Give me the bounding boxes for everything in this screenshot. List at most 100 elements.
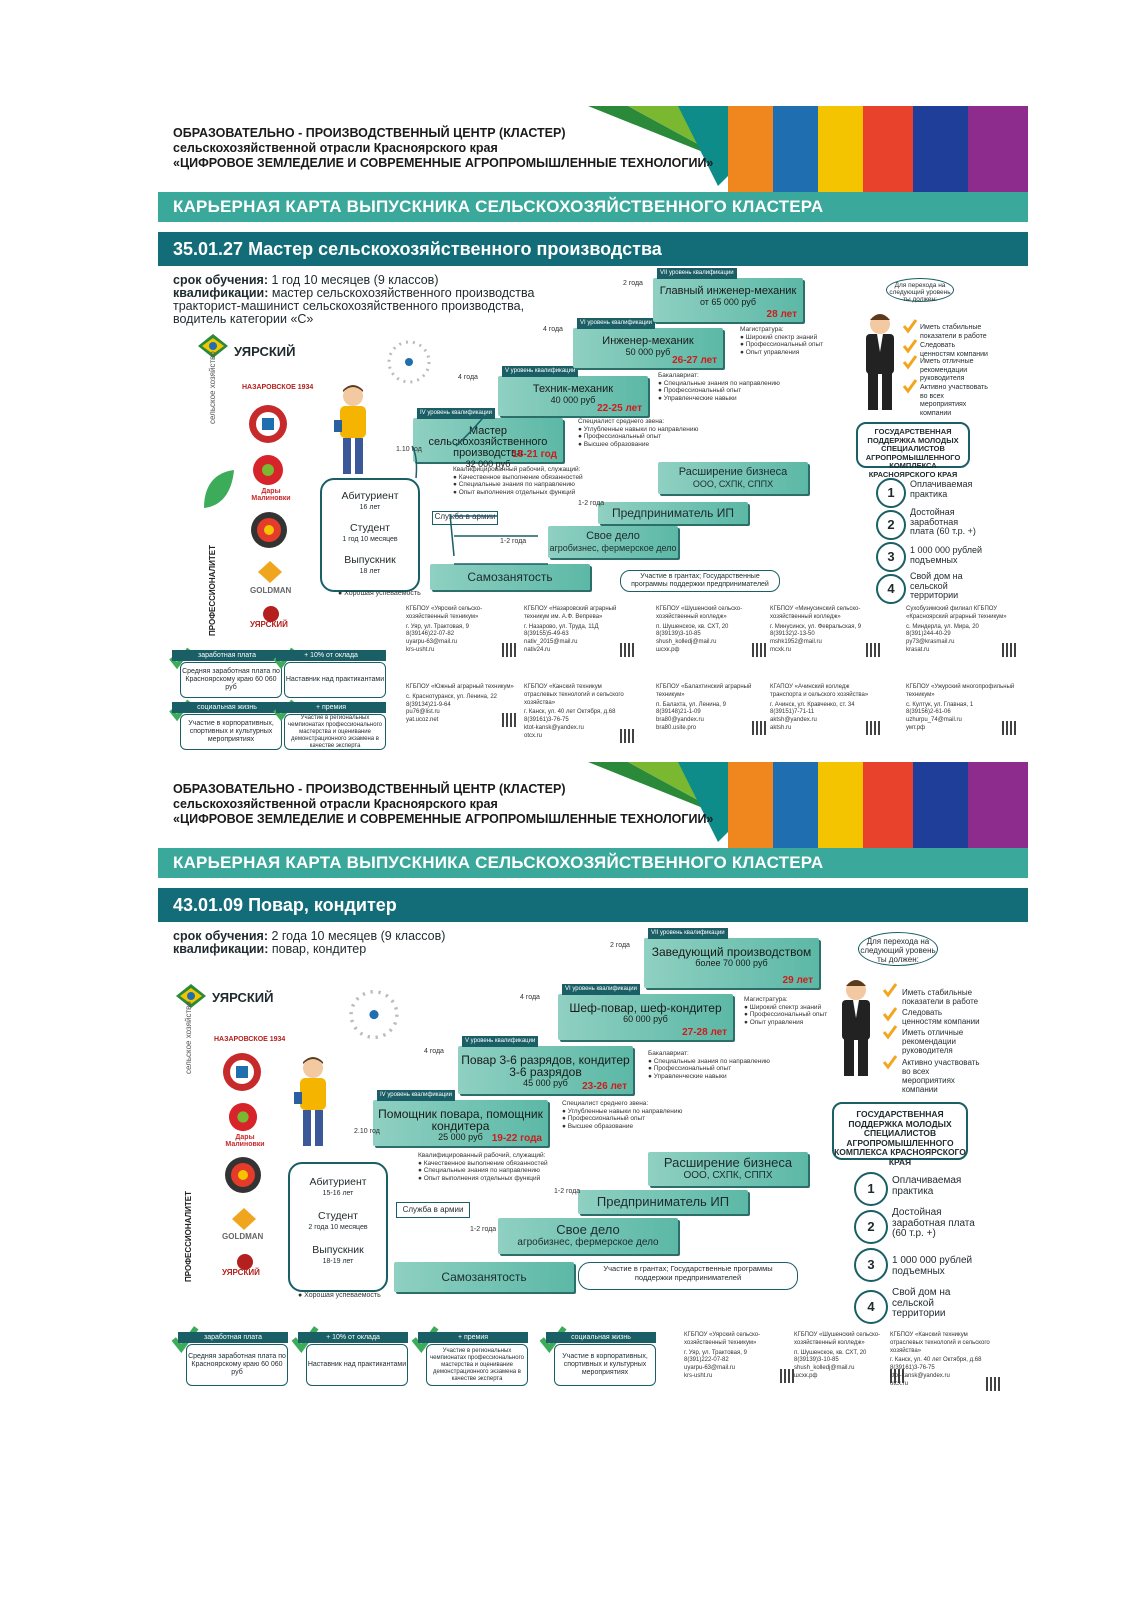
college-address: г. Назарово, ул. Труда, 11Д bbox=[524, 623, 599, 630]
advice-item: Следовать ценностям компании bbox=[920, 342, 988, 358]
step-pay: 40 000 руб bbox=[550, 395, 596, 405]
step-pay: 45 000 руб bbox=[523, 1078, 568, 1088]
college-address: г. Минусинск, ул. Февральская, 9 bbox=[770, 623, 862, 630]
good-grades-note: ● Хорошая успеваемость bbox=[338, 590, 421, 597]
step-title: Инженер-механик bbox=[602, 335, 694, 347]
duration-label: срок обучения: bbox=[173, 273, 268, 287]
college-website[interactable]: bra80.usite.pro bbox=[656, 724, 697, 731]
graduate-age: 18 лет bbox=[359, 568, 381, 575]
college-card: КГБПОУ «Канский техникум отраслевых техн… bbox=[890, 1332, 1002, 1391]
step-age: 23-26 лет bbox=[582, 1081, 627, 1092]
college-name: КГБПОУ «Уярский сельско-хозяйственный те… bbox=[684, 1332, 761, 1346]
applicant-age: 16 лет bbox=[359, 504, 381, 511]
college-email[interactable]: py73@krasmail.ru bbox=[906, 639, 955, 646]
college-email[interactable]: uzhurpu_74@mail.ru bbox=[906, 717, 962, 724]
step-age: 28 лет bbox=[766, 309, 797, 320]
college-email[interactable]: uyarpu-63@mail.ru bbox=[684, 1365, 736, 1372]
college-card: КГБПОУ «Уярский сельско-хозяйственный те… bbox=[406, 606, 518, 657]
check-icon bbox=[902, 339, 918, 354]
header-line-3: «ЦИФРОВОЕ ЗЕМЛЕДЕЛИЕ И СОВРЕМЕННЫЕ АГРОП… bbox=[173, 156, 714, 170]
college-name: КГБПОУ «Канский техникум отраслевых техн… bbox=[890, 1332, 990, 1354]
college-email[interactable]: shush_kolledj@mail.ru bbox=[656, 639, 717, 646]
college-address: с. Култук, ул. Главная, 1 bbox=[906, 701, 974, 708]
college-card: КГБПОУ «Минусинский сельско-хозяйственны… bbox=[770, 606, 882, 657]
bachelor-note: Бакалавриат:● Специальные знания по напр… bbox=[658, 372, 780, 402]
program-info: срок обучения: 2 года 10 месяцев (9 клас… bbox=[173, 930, 445, 956]
gap-label: 4 года bbox=[458, 374, 478, 381]
qr-code-icon bbox=[752, 720, 766, 735]
gap-label: 2 года bbox=[623, 280, 643, 287]
college-name: КГБПОУ «Балахтинский аграрный техникум» bbox=[656, 684, 752, 698]
qr-code-icon bbox=[620, 728, 634, 743]
college-website[interactable]: otcx.ru bbox=[890, 1380, 909, 1387]
advice-title: Для перехода на следующий уровень ты дол… bbox=[886, 278, 954, 303]
college-website[interactable]: nativ24.ru bbox=[524, 646, 551, 653]
college-email[interactable]: aktsh@yandex.ru bbox=[770, 717, 817, 724]
qualification-value-2: тракторист-машинист сельскохозяйственног… bbox=[173, 299, 525, 313]
step-pay: более 70 000 руб bbox=[695, 958, 768, 968]
qr-code-icon bbox=[866, 642, 880, 657]
college-address: г. Канск, ул. 40 лет Октября, д.68 bbox=[524, 709, 616, 716]
college-phone: 8(39139)3-10-85 bbox=[656, 631, 701, 638]
college-website[interactable]: шсхк.рф bbox=[656, 646, 680, 653]
college-name: КГАПОУ «Ачинский колледж транспорта и се… bbox=[770, 684, 869, 698]
career-step-level-6: VI уровень квалификации Инженер-механик … bbox=[573, 318, 723, 368]
college-card: Сухобузимский филиал КГБПОУ «Красноярски… bbox=[906, 606, 1018, 657]
advice-item: Иметь стабильные показатели в работе bbox=[902, 988, 979, 1006]
college-phone: 8(39139)3-10-85 bbox=[794, 1357, 839, 1364]
career-map-sheet-2: ОБРАЗОВАТЕЛЬНО - ПРОИЗВОДСТВЕННЫЙ ЦЕНТР … bbox=[158, 762, 1028, 1412]
step-level-label: V уровень квалификации bbox=[462, 1036, 539, 1047]
college-website[interactable]: krasat.ru bbox=[906, 646, 930, 653]
college-address: г. Ачинск, ул. Кравченко, ст. 34 bbox=[770, 701, 855, 708]
grants-box: Участие в грантах; Государственные прогр… bbox=[620, 570, 780, 592]
college-website[interactable]: otcx.ru bbox=[524, 732, 543, 739]
step-age: 19-22 года bbox=[491, 1133, 542, 1144]
college-name: КГБПОУ «Минусинский сельско-хозяйственны… bbox=[770, 606, 861, 620]
college-email[interactable]: shush_kolledj@mail.ru bbox=[794, 1365, 855, 1372]
college-website[interactable]: шсхк.рф bbox=[794, 1372, 818, 1379]
college-email[interactable]: pu76@list.ru bbox=[406, 709, 440, 716]
qualification-value: мастер сельскохозяйственного производств… bbox=[268, 286, 535, 300]
college-address: п. Шушенское, кв. СХТ, 20 bbox=[794, 1349, 867, 1356]
qr-code-icon bbox=[866, 720, 880, 735]
college-email[interactable]: ktot-kansk@yandex.ru bbox=[890, 1372, 950, 1379]
duration-value: 2 года 10 месяцев (9 классов) bbox=[268, 929, 446, 943]
college-website[interactable]: yat.ucoz.net bbox=[406, 717, 439, 724]
college-website[interactable]: mcxk.ru bbox=[770, 646, 791, 653]
applicant-label: Абитуриент bbox=[341, 490, 399, 502]
college-phone: 8(391)222-07-82 bbox=[684, 1357, 729, 1364]
college-email[interactable]: nativ_2015@mail.ru bbox=[524, 639, 578, 646]
gap-label: 2 года bbox=[610, 942, 630, 949]
support-number: 2 bbox=[854, 1210, 888, 1244]
uyarsky-small-logo-text: УЯРСКИЙ bbox=[222, 1268, 260, 1277]
support-item: Свой дом на сельской территории bbox=[910, 571, 963, 600]
student-label: Студент bbox=[318, 1210, 358, 1222]
step-pay: 25 000 руб bbox=[438, 1132, 483, 1142]
college-email[interactable]: uyarpu-63@mail.ru bbox=[406, 639, 458, 646]
college-card: КГАПОУ «Ачинский колледж транспорта и се… bbox=[770, 684, 882, 735]
college-website[interactable]: krs-usht.ru bbox=[684, 1372, 713, 1379]
step-level-label: VII уровень квалификации bbox=[648, 928, 728, 939]
step-pay: 60 000 руб bbox=[623, 1014, 668, 1024]
qr-code-icon bbox=[780, 1368, 794, 1383]
college-website[interactable]: aktsh.ru bbox=[770, 724, 792, 731]
step-level-label: IV уровень квалификации bbox=[377, 1090, 455, 1101]
college-phone: 8(39134)21-9-64 bbox=[406, 701, 451, 708]
college-phone: 8(39146)22-07-82 bbox=[406, 631, 455, 638]
support-item: Оплачиваемая практика bbox=[910, 479, 973, 499]
mentor-figure-icon bbox=[866, 314, 894, 410]
college-website[interactable]: умт.рф bbox=[906, 724, 926, 731]
header-line-3: «ЦИФРОВОЕ ЗЕМЛЕДЕЛИЕ И СОВРЕМЕННЫЕ АГРОП… bbox=[173, 812, 714, 826]
mid-spec-note: Специалист среднего звена:● Углубленные … bbox=[562, 1100, 683, 1130]
nazarovo-logo: НАЗАРОВСКОЕ 1934 bbox=[214, 1036, 286, 1043]
college-website[interactable]: krs-usht.ru bbox=[406, 646, 435, 653]
selhoz-vertical-text: сельское хозяйство bbox=[208, 351, 217, 424]
program-info: срок обучения: 1 год 10 месяцев (9 класс… bbox=[173, 274, 534, 326]
support-item: Достойная заработная плата (60 т.р. +) bbox=[910, 507, 976, 536]
college-email[interactable]: ktot-kansk@yandex.ru bbox=[524, 724, 584, 731]
step-level-label: VI уровень квалификации bbox=[577, 318, 655, 329]
college-email[interactable]: bra80@yandex.ru bbox=[656, 717, 704, 724]
college-name: Сухобузимский филиал КГБПОУ «Красноярски… bbox=[906, 606, 1007, 620]
college-email[interactable]: mshk1952@mail.ru bbox=[770, 639, 822, 646]
support-number: 4 bbox=[876, 574, 906, 604]
